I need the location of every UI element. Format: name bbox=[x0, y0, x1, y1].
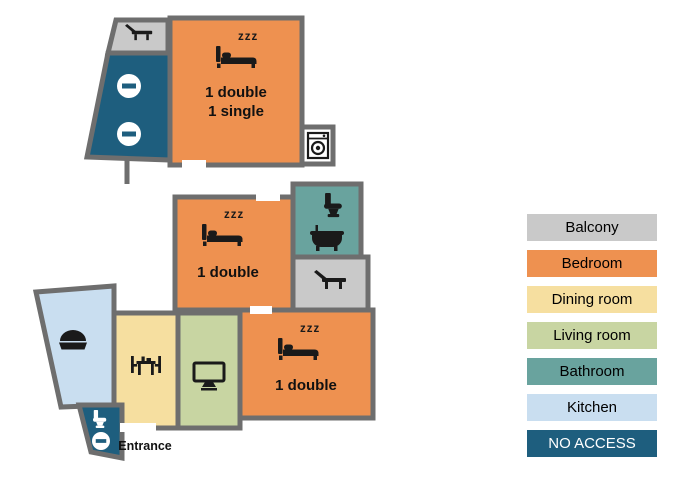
legend-label-no-access: NO ACCESS bbox=[548, 435, 636, 452]
entrance-label: Entrance bbox=[118, 439, 172, 453]
legend-label-dining-room: Dining room bbox=[551, 291, 633, 308]
door-gaps bbox=[120, 160, 280, 432]
room-no-access-bottom bbox=[75, 402, 125, 462]
room-balcony-top bbox=[104, 17, 171, 56]
legend-item-living-room: Living room bbox=[527, 322, 657, 349]
bedroom-middle-label: 1 double bbox=[197, 264, 259, 281]
tv-icon bbox=[192, 361, 226, 391]
bedroom-top-label-line2: 1 single bbox=[208, 103, 264, 120]
legend-item-dining-room: Dining room bbox=[527, 286, 657, 313]
bedroom-bottom-label: 1 double bbox=[275, 377, 337, 394]
no-entry-icon bbox=[117, 122, 141, 146]
labels: 1 double 1 single 1 double 1 double Entr… bbox=[118, 84, 337, 453]
room-dining bbox=[111, 310, 181, 431]
room-balcony-middle bbox=[290, 254, 371, 313]
room-bedroom-bottom bbox=[237, 307, 376, 421]
sleep-zzz: zzz bbox=[238, 31, 258, 43]
legend-item-bathroom: Bathroom bbox=[527, 358, 657, 385]
room-bedroom-top bbox=[167, 15, 305, 168]
legend-item-bedroom: Bedroom bbox=[527, 250, 657, 277]
bedroom-top-label-line1: 1 double bbox=[205, 84, 267, 101]
dining-table-icon bbox=[131, 356, 161, 375]
floorplan: zzz zzz zzz bbox=[32, 15, 376, 462]
sleep-zzz: zzz bbox=[300, 323, 320, 335]
legend: Balcony Bedroom Dining room Living room … bbox=[527, 214, 657, 457]
pie-icon bbox=[59, 330, 87, 350]
legend-label-bedroom: Bedroom bbox=[561, 255, 623, 272]
washing-machine-icon bbox=[306, 131, 330, 160]
legend-item-kitchen: Kitchen bbox=[527, 394, 657, 421]
legend-item-balcony: Balcony bbox=[527, 214, 657, 241]
bathtub-icon bbox=[310, 225, 344, 251]
legend-label-living-room: Living room bbox=[553, 327, 631, 344]
legend-label-bathroom: Bathroom bbox=[559, 363, 625, 380]
room-living bbox=[175, 310, 243, 431]
legend-label-balcony: Balcony bbox=[565, 219, 619, 236]
no-entry-icon bbox=[92, 432, 110, 450]
sleep-zzz: zzz bbox=[224, 209, 244, 221]
legend-label-kitchen: Kitchen bbox=[566, 399, 618, 416]
legend-item-no-access: NO ACCESS bbox=[527, 430, 657, 457]
no-entry-icon bbox=[117, 74, 141, 98]
icons-dark: zzz zzz zzz bbox=[59, 24, 346, 391]
